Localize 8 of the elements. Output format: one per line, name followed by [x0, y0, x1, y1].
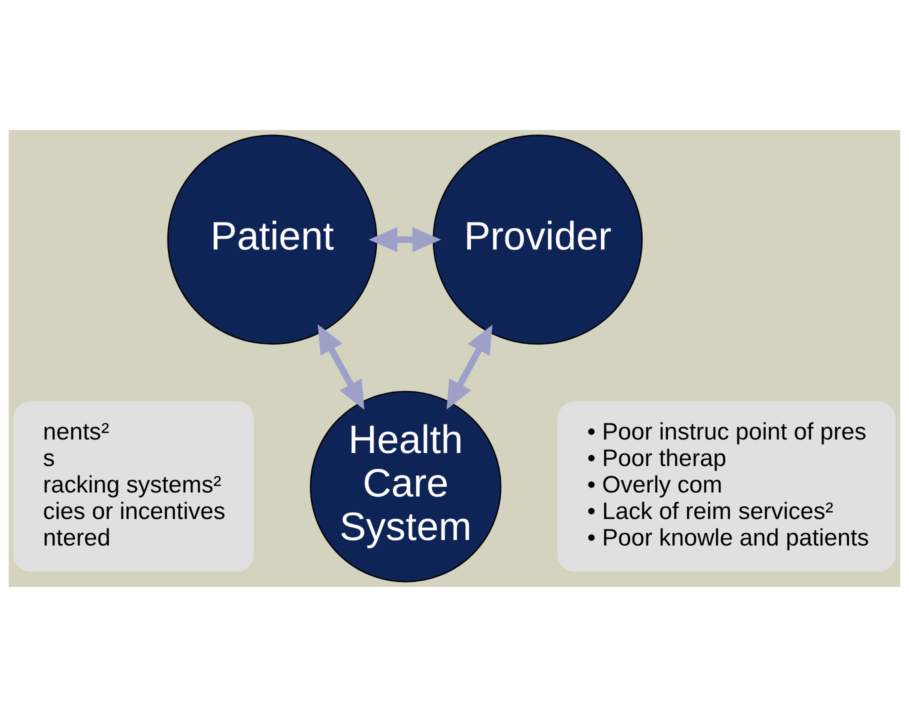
node-circle: Health Care System	[310, 390, 502, 582]
arrow	[446, 324, 492, 410]
node-circle: Provider	[432, 134, 643, 344]
arrow	[318, 324, 364, 410]
arrow	[368, 226, 442, 252]
node-box: nents² s racking systems² cies or incentives ntered	[13, 400, 254, 572]
node-circle: Patient	[167, 134, 378, 344]
node-box: • Poor instruc point of pres • Poor therap • Overly com • Lack of reim services² • Poor knowle and patients	[558, 400, 896, 572]
